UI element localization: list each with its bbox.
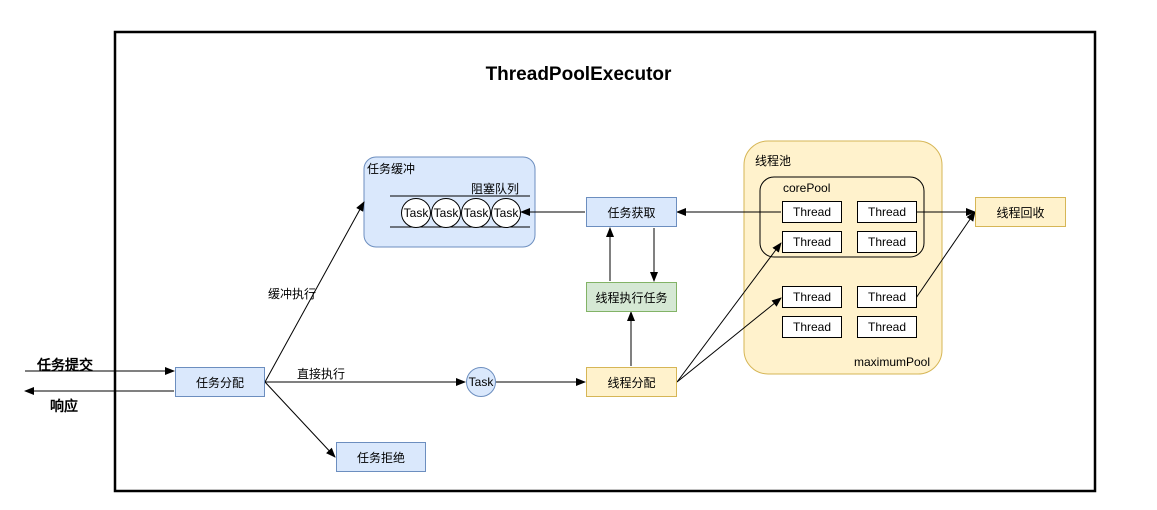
maximum-pool-label: maximumPool [854,355,931,369]
queue-task-4: Task [491,198,521,228]
queue-task-2: Task [431,198,461,228]
core-thread-1: Thread [782,201,842,223]
queue-task-1: Task [401,198,431,228]
diagram-title: ThreadPoolExecutor [485,64,672,85]
task-buffer-title: 任务缓冲 [367,162,416,176]
thread-execute-box: 线程执行任务 [586,282,677,312]
assign-to-core-arrow [676,242,782,383]
blocking-queue-label: 阻塞队列 [471,182,520,196]
thread-pool-title: 线程池 [755,154,792,168]
max-thread-2: Thread [857,286,917,308]
reject-arrow [264,381,336,458]
max-thread-3: Thread [782,316,842,338]
buffer-exec-arrow [264,201,365,383]
queue-task-3: Task [461,198,491,228]
thread-assign-box: 线程分配 [586,367,677,397]
direct-exec-label: 直接执行 [297,367,346,381]
direct-task-node: Task [466,367,496,397]
core-thread-4: Thread [857,231,917,253]
task-dispatch-box: 任务分配 [175,367,265,397]
core-thread-2: Thread [857,201,917,223]
max-thread-4: Thread [857,316,917,338]
submit-label: 任务提交 [37,357,93,373]
buffer-exec-label: 缓冲执行 [268,287,317,301]
response-label: 响应 [50,398,78,414]
thread-reclaim-box: 线程回收 [975,197,1066,227]
task-reject-box: 任务拒绝 [336,442,426,472]
max-thread-1: Thread [782,286,842,308]
core-pool-container [759,176,925,258]
core-thread-3: Thread [782,231,842,253]
max-to-reclaim-arrow [915,211,976,299]
assign-to-max-arrow [676,297,782,383]
core-pool-label: corePool [783,181,831,195]
task-fetch-box: 任务获取 [586,197,677,227]
executor-frame [113,30,1097,493]
